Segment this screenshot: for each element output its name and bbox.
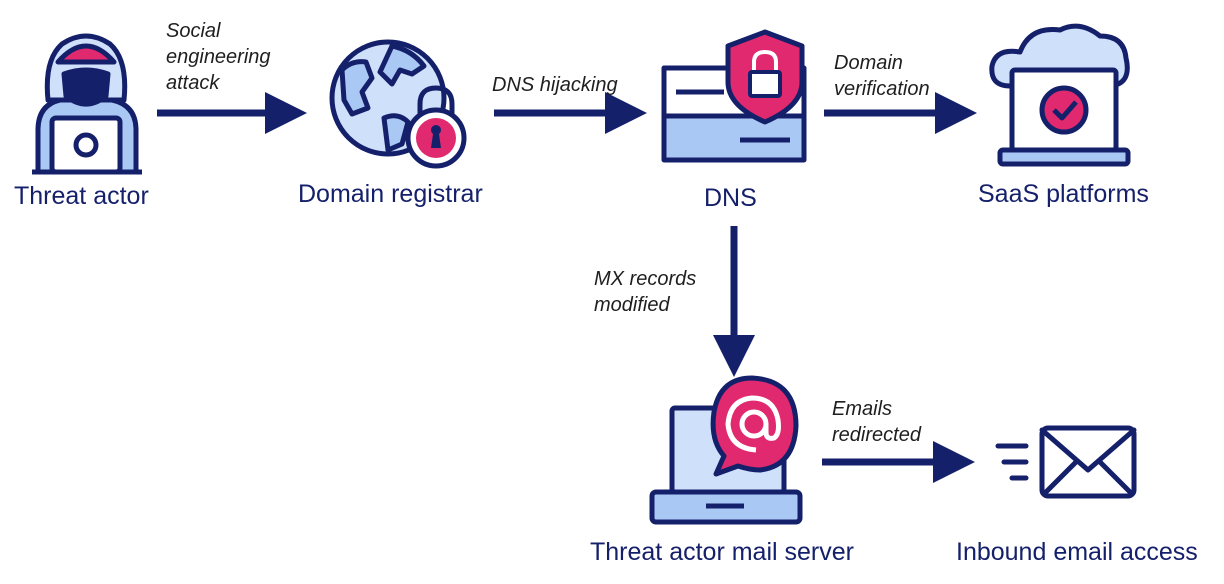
edge-label-line: verification: [834, 78, 930, 100]
edge-label-line: redirected: [832, 424, 921, 446]
globe-lock-icon: [329, 39, 467, 169]
edge-label-line: Emails: [832, 398, 893, 420]
edge-label-mx-records: MX records modified: [594, 266, 696, 318]
edge-label-line: engineering: [166, 46, 271, 68]
node-label-inbound-email-access: Inbound email access: [956, 538, 1198, 566]
edge-label-dns-hijacking: DNS hijacking: [492, 72, 618, 98]
node-label-threat-actor: Threat actor: [14, 182, 149, 210]
edge-label-line: modified: [594, 294, 670, 316]
speeding-envelope-icon: [995, 425, 1137, 499]
node-label-saas-platforms: SaaS platforms: [978, 180, 1149, 208]
cloud-laptop-check-icon: [989, 23, 1131, 167]
edge-label-line: attack: [166, 72, 220, 94]
edge-label-line: MX records: [594, 268, 697, 290]
edge-label-social-engineering: Social engineering attack: [166, 18, 271, 96]
edge-label-line: DNS hijacking: [492, 74, 618, 96]
node-label-threat-actor-mail-server: Threat actor mail server: [590, 538, 854, 566]
edge-label-line: Social: [166, 20, 221, 42]
hooded-hacker-icon: [32, 33, 142, 175]
node-label-dns: DNS: [704, 184, 757, 212]
edge-label-line: Domain: [834, 52, 903, 74]
edge-label-emails-redirected: Emails redirected: [832, 396, 921, 448]
laptop-at-icon: [649, 375, 803, 525]
edge-label-domain-verification: Domain verification: [834, 50, 930, 102]
node-label-domain-registrar: Domain registrar: [298, 180, 483, 208]
server-shield-icon: [661, 29, 807, 163]
